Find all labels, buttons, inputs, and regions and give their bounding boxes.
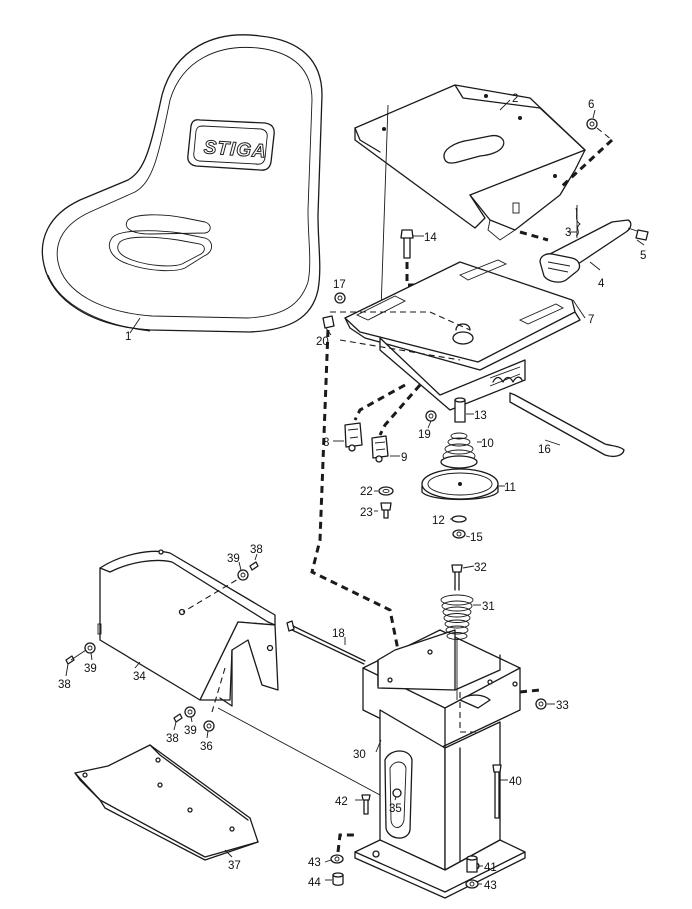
washer-17 [334, 292, 346, 304]
label-19: 19 [418, 429, 431, 441]
label-22: 22 [360, 486, 373, 498]
label-37: 37 [228, 860, 241, 872]
label-43-b: 43 [484, 880, 497, 892]
bushing-20 [322, 315, 335, 329]
label-36: 36 [200, 741, 213, 753]
nut-43-b [465, 879, 479, 889]
cover-hardware [65, 561, 259, 732]
label-20: 20 [316, 336, 329, 348]
brackets-8-9 [333, 422, 400, 463]
label-34: 34 [133, 671, 146, 683]
long-bolt-18 [286, 620, 366, 665]
label-39-c: 39 [184, 725, 197, 737]
label-38-a: 38 [250, 544, 263, 556]
leader-lines [65, 99, 645, 885]
label-23: 23 [360, 507, 373, 519]
bolt-40 [492, 764, 502, 819]
label-4: 4 [598, 278, 605, 290]
label-1: 1 [125, 331, 131, 343]
label-42: 42 [335, 796, 348, 808]
top-plate [354, 84, 586, 241]
label-38-b: 38 [58, 679, 71, 691]
label-6: 6 [588, 99, 594, 111]
label-8: 8 [323, 437, 329, 449]
label-31: 31 [482, 601, 495, 613]
label-39-b: 39 [84, 663, 97, 675]
label-41: 41 [484, 862, 497, 874]
label-35: 35 [389, 803, 402, 815]
label-11: 11 [504, 482, 516, 494]
label-9: 9 [401, 452, 407, 464]
lever-assembly [519, 118, 649, 283]
nut-33 [535, 698, 547, 710]
bolt-42 [361, 794, 371, 801]
nut-43-a [330, 854, 344, 864]
label-39-a: 39 [227, 553, 240, 565]
part-labels: 1 2 3 4 5 6 7 8 9 10 11 12 13 14 15 16 1… [58, 93, 646, 892]
label-3: 3 [565, 227, 571, 239]
cap-44 [332, 874, 344, 886]
label-5: 5 [640, 250, 646, 262]
label-12: 12 [432, 515, 445, 527]
washer-22 [378, 486, 394, 496]
label-7: 7 [588, 314, 594, 326]
spring-plate-stack [421, 397, 505, 539]
bushing-35 [392, 788, 402, 798]
label-10: 10 [481, 438, 494, 450]
label-40: 40 [509, 776, 522, 788]
label-18: 18 [332, 628, 345, 640]
label-15: 15 [470, 532, 483, 544]
label-17: 17 [333, 279, 346, 291]
label-16: 16 [538, 444, 551, 456]
bolt-23 [380, 502, 392, 511]
cover [97, 549, 279, 713]
floor-plate [74, 744, 259, 861]
label-14: 14 [424, 232, 437, 244]
seat: STIGA [41, 34, 323, 333]
stiga-logo: STIGA [203, 137, 267, 162]
label-2: 2 [512, 93, 518, 105]
label-32: 32 [474, 562, 487, 574]
label-44: 44 [308, 877, 321, 889]
post-assembly [354, 629, 541, 899]
conical-spring [440, 564, 474, 700]
label-30: 30 [353, 749, 366, 761]
label-38-c: 38 [166, 733, 179, 745]
label-13: 13 [474, 410, 487, 422]
lever-rod [509, 392, 625, 457]
label-33: 33 [556, 700, 569, 712]
label-43-a: 43 [308, 857, 321, 869]
seat-frame [330, 259, 581, 411]
